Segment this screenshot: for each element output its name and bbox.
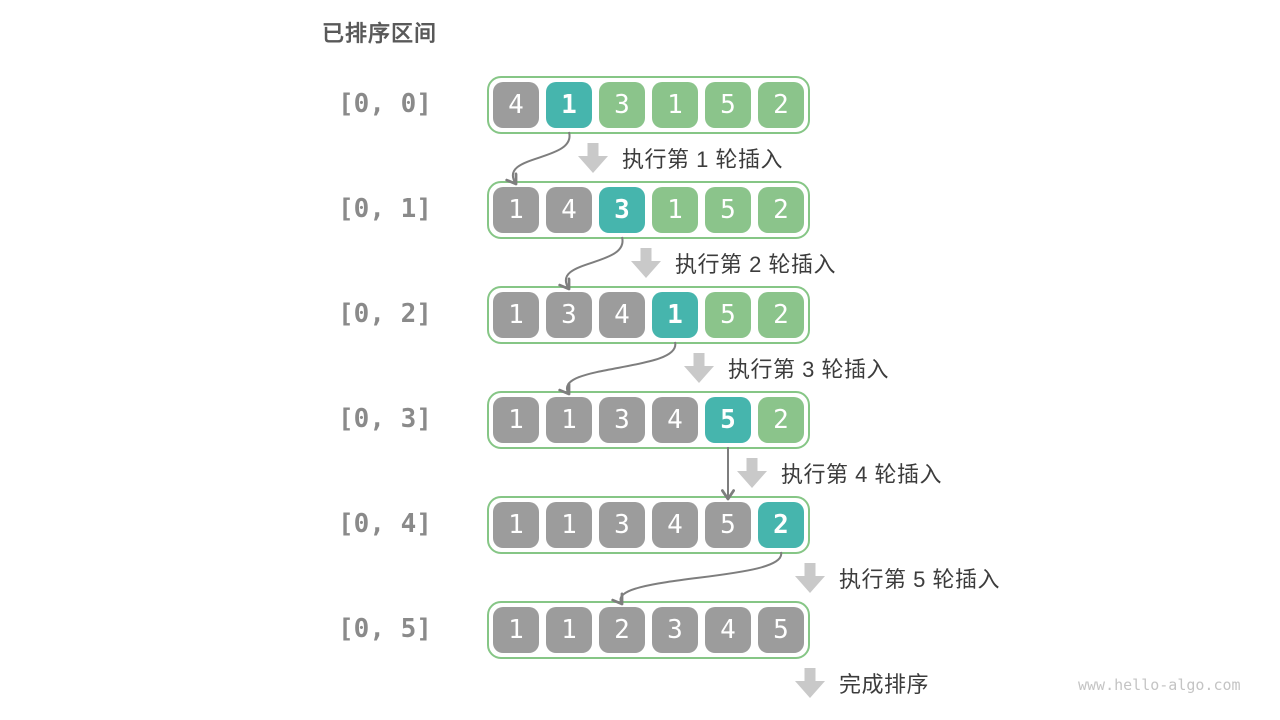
array-cell-sorted: 4: [705, 607, 751, 653]
sort-complete-label: 完成排序: [839, 672, 930, 697]
page-title: 已排序区间: [322, 21, 438, 46]
step-annotation: 执行第 1 轮插入: [578, 143, 783, 173]
array-cell-sorted: 5: [705, 502, 751, 548]
array-cell-sorted: 1: [493, 397, 539, 443]
watermark: www.hello-algo.com: [1078, 676, 1241, 694]
array-cell-sorted: 4: [599, 292, 645, 338]
array-cell-sorted: 1: [546, 502, 592, 548]
array-cell-sorted: 4: [546, 187, 592, 233]
down-block-arrow-icon: [795, 563, 825, 593]
array-cell-sorted: 3: [599, 502, 645, 548]
down-block-arrow-icon: [684, 353, 714, 383]
array-cell-sorted: 4: [652, 502, 698, 548]
array-cell-sorted: 1: [546, 397, 592, 443]
round-4-label: 执行第 4 轮插入: [781, 462, 942, 487]
array-cell-sorted: 1: [493, 187, 539, 233]
insert-path-arrow: [558, 341, 677, 396]
array-cell-unsorted: 2: [758, 82, 804, 128]
array-cell-unsorted: 1: [652, 82, 698, 128]
round-1-label: 执行第 1 轮插入: [622, 147, 783, 172]
array-cell-unsorted: 3: [599, 82, 645, 128]
array-cell-unsorted: 2: [758, 187, 804, 233]
step-annotation: 执行第 4 轮插入: [737, 458, 942, 488]
down-block-arrow-icon: [737, 458, 767, 488]
range-label: [0, 2]: [338, 299, 432, 329]
array-cell-unsorted: 5: [705, 82, 751, 128]
round-3-label: 执行第 3 轮插入: [728, 357, 889, 382]
array-cell-sorted: 1: [493, 607, 539, 653]
array-cell-current: 3: [599, 187, 645, 233]
insert-path-arrow: [611, 551, 783, 606]
array-cell-sorted: 1: [493, 502, 539, 548]
array-cell-sorted: 4: [493, 82, 539, 128]
down-block-arrow-icon: [631, 248, 661, 278]
array-cell-current: 1: [546, 82, 592, 128]
step-annotation: 执行第 5 轮插入: [795, 563, 1000, 593]
array-cell-current: 2: [758, 502, 804, 548]
array-cell-sorted: 2: [599, 607, 645, 653]
down-block-arrow-icon: [795, 668, 825, 698]
step-annotation: 执行第 2 轮插入: [631, 248, 836, 278]
step-annotation: 完成排序: [795, 668, 929, 698]
step-annotation: 执行第 3 轮插入: [684, 353, 889, 383]
array-cell-current: 5: [705, 397, 751, 443]
round-2-label: 执行第 2 轮插入: [675, 252, 836, 277]
insert-path-arrow: [558, 236, 624, 291]
range-label: [0, 5]: [338, 614, 432, 644]
array-cell-sorted: 1: [493, 292, 539, 338]
range-label: [0, 3]: [338, 404, 432, 434]
range-label: [0, 4]: [338, 509, 432, 539]
down-block-arrow-icon: [578, 143, 608, 173]
insert-path-arrow: [505, 131, 571, 186]
array-cell-sorted: 3: [599, 397, 645, 443]
array-cell-unsorted: 1: [652, 187, 698, 233]
array-cell-unsorted: 5: [705, 187, 751, 233]
round-5-label: 执行第 5 轮插入: [839, 567, 1000, 592]
array-cell-sorted: 1: [546, 607, 592, 653]
array-cell-unsorted: 2: [758, 292, 804, 338]
array-cell-unsorted: 2: [758, 397, 804, 443]
range-label: [0, 1]: [338, 194, 432, 224]
array-cell-sorted: 5: [758, 607, 804, 653]
array-cell-sorted: 4: [652, 397, 698, 443]
array-cell-current: 1: [652, 292, 698, 338]
array-cell-sorted: 3: [546, 292, 592, 338]
array-cell-sorted: 3: [652, 607, 698, 653]
range-label: [0, 0]: [338, 89, 432, 119]
array-cell-unsorted: 5: [705, 292, 751, 338]
